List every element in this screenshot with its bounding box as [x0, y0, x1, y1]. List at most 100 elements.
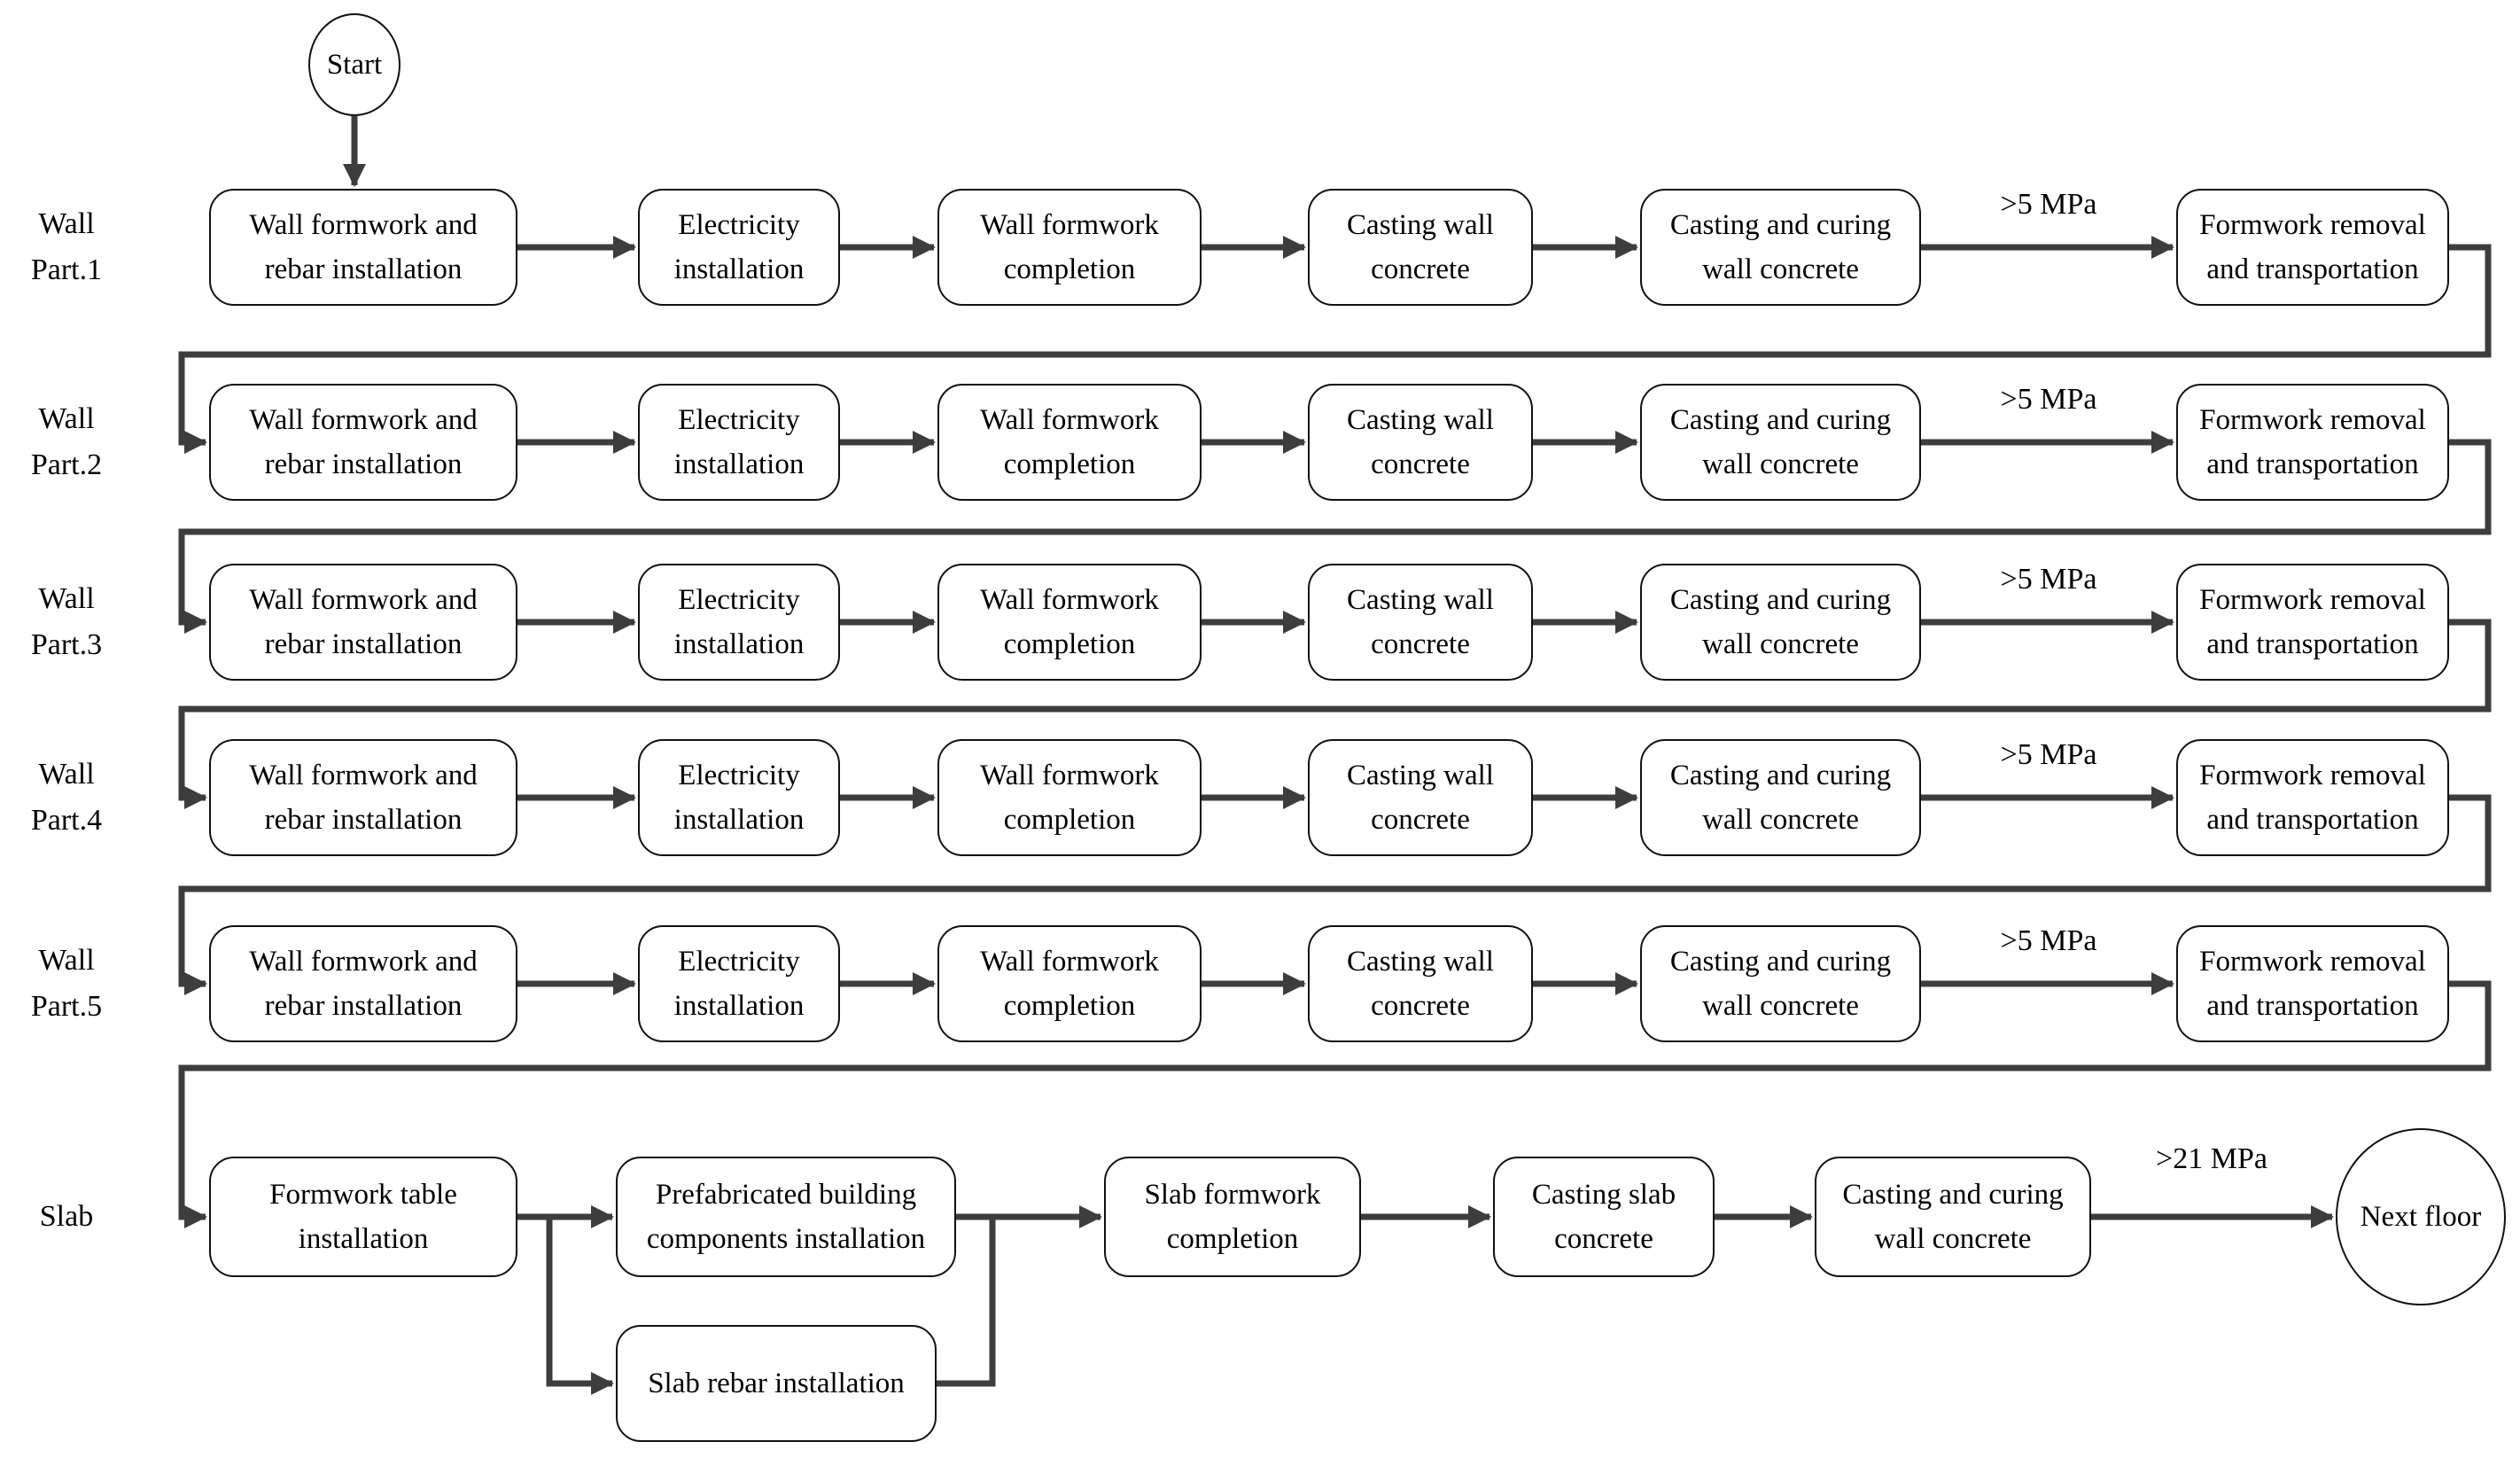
box-wall-part-3-step-6-text: Formwork removal and transportation [2199, 584, 2426, 660]
box-wall-part-4-step-5: Casting and curing wall concrete [1640, 739, 1921, 856]
box-wall-part-1-step-5: Casting and curing wall concrete [1640, 189, 1921, 306]
box-wall-part-1-step-3-text: Wall formwork completion [980, 209, 1159, 285]
row-label-wall-part-2-text: Wall Part.2 [30, 402, 103, 481]
mpa-label-wall-part-1-text: >5 MPa [2000, 188, 2097, 221]
box-wall-part-3-step-2-text: Electricity installation [673, 584, 805, 660]
box-wall-part-3-step-3: Wall formwork completion [937, 564, 1202, 681]
row-label-wall-part-2: Wall Part.2 [0, 396, 133, 488]
row-label-slab-text: Slab [39, 1200, 94, 1233]
box-wall-part-3-step-3-text: Wall formwork completion [980, 584, 1159, 660]
box-wall-part-5-step-4: Casting wall concrete [1308, 925, 1533, 1042]
connector-row-3-to-next [178, 619, 2492, 809]
row-label-wall-part-4: Wall Part.4 [0, 752, 133, 844]
box-wall-part-1-step-2: Electricity installation [638, 189, 840, 306]
row-label-wall-part-3-text: Wall Part.3 [30, 582, 103, 661]
box-wall-part-2-step-4-text: Casting wall concrete [1347, 404, 1494, 480]
start-terminal-text: Start [326, 49, 383, 81]
box-wall-part-2-step-4: Casting wall concrete [1308, 384, 1533, 501]
box-wall-part-4-step-1-text: Wall formwork and rebar installation [249, 760, 478, 836]
row-label-wall-part-3: Wall Part.3 [0, 576, 133, 668]
box-wall-part-3-step-1: Wall formwork and rebar installation [209, 564, 517, 681]
mpa-label-wall-part-2: >5 MPa [2001, 378, 2097, 422]
box-slab-step-5: Casting and curing wall concrete [1815, 1157, 2091, 1277]
box-slab-step-3: Slab formwork completion [1104, 1157, 1361, 1277]
box-wall-part-4-step-3-text: Wall formwork completion [980, 760, 1159, 836]
box-slab-rebar-installation: Slab rebar installation [616, 1325, 937, 1442]
box-wall-part-4-step-6-text: Formwork removal and transportation [2199, 760, 2426, 836]
box-wall-part-4-step-3: Wall formwork completion [937, 739, 1202, 856]
mpa-label-slab: >21 MPa [2156, 1137, 2267, 1181]
mpa-label-wall-part-2-text: >5 MPa [2000, 383, 2097, 416]
box-wall-part-3-step-2: Electricity installation [638, 564, 840, 681]
connector-row-4-to-next [178, 794, 2492, 995]
connector-row-1-to-next [178, 244, 2492, 454]
box-wall-part-5-step-2: Electricity installation [638, 925, 840, 1042]
box-wall-part-1-step-3: Wall formwork completion [937, 189, 1202, 306]
box-wall-part-4-step-1: Wall formwork and rebar installation [209, 739, 517, 856]
box-wall-part-3-step-1-text: Wall formwork and rebar installation [249, 584, 478, 660]
box-slab-step-3-text: Slab formwork completion [1144, 1179, 1321, 1255]
box-slab-step-1-text: Formwork table installation [269, 1179, 457, 1255]
box-wall-part-5-step-6-text: Formwork removal and transportation [2199, 946, 2426, 1022]
start-terminal: Start [308, 13, 401, 116]
box-wall-part-5-step-3: Wall formwork completion [937, 925, 1202, 1042]
mpa-label-wall-part-3: >5 MPa [2001, 557, 2097, 602]
box-wall-part-5-step-5: Casting and curing wall concrete [1640, 925, 1921, 1042]
next-floor-terminal-text: Next floor [2360, 1201, 2482, 1233]
row-label-wall-part-1-text: Wall Part.1 [30, 207, 103, 286]
box-wall-part-1-step-4: Casting wall concrete [1308, 189, 1533, 306]
box-slab-step-4: Casting slab concrete [1493, 1157, 1715, 1277]
box-wall-part-5-step-5-text: Casting and curing wall concrete [1669, 946, 1892, 1022]
connector-row-5-to-next [178, 980, 2492, 1228]
box-slab-step-4-text: Casting slab concrete [1531, 1179, 1676, 1255]
box-wall-part-4-step-2: Electricity installation [638, 739, 840, 856]
box-slab-step-2: Prefabricated building components instal… [616, 1157, 956, 1277]
box-wall-part-2-step-2: Electricity installation [638, 384, 840, 501]
box-wall-part-3-step-6: Formwork removal and transportation [2176, 564, 2449, 681]
mpa-label-wall-part-5-text: >5 MPa [2000, 924, 2097, 957]
box-wall-part-5-step-6: Formwork removal and transportation [2176, 925, 2449, 1042]
box-wall-part-2-step-5-text: Casting and curing wall concrete [1669, 404, 1892, 480]
box-wall-part-3-step-5: Casting and curing wall concrete [1640, 564, 1921, 681]
mpa-label-wall-part-3-text: >5 MPa [2000, 563, 2097, 596]
box-wall-part-3-step-4-text: Casting wall concrete [1347, 584, 1494, 660]
row-label-wall-part-1: Wall Part.1 [0, 201, 133, 293]
box-wall-part-2-step-6-text: Formwork removal and transportation [2199, 404, 2426, 480]
box-wall-part-2-step-3: Wall formwork completion [937, 384, 1202, 501]
box-wall-part-1-step-6-text: Formwork removal and transportation [2199, 209, 2426, 285]
mpa-label-wall-part-1: >5 MPa [2001, 183, 2097, 227]
mpa-label-wall-part-5: >5 MPa [2001, 919, 2097, 963]
mpa-label-slab-text: >21 MPa [2156, 1142, 2267, 1175]
mpa-label-wall-part-4: >5 MPa [2001, 733, 2097, 777]
box-wall-part-4-step-4-text: Casting wall concrete [1347, 760, 1494, 836]
box-slab-step-5-text: Casting and curing wall concrete [1842, 1179, 2064, 1255]
box-wall-part-2-step-1-text: Wall formwork and rebar installation [249, 404, 478, 480]
connector-slab-rebar-merge [937, 1217, 996, 1387]
box-wall-part-2-step-2-text: Electricity installation [673, 404, 805, 480]
box-wall-part-5-step-4-text: Casting wall concrete [1347, 946, 1494, 1022]
row-label-wall-part-4-text: Wall Part.4 [30, 758, 103, 837]
box-wall-part-1-step-6: Formwork removal and transportation [2176, 189, 2449, 306]
row-label-wall-part-5: Wall Part.5 [0, 938, 133, 1030]
box-wall-part-3-step-5-text: Casting and curing wall concrete [1669, 584, 1892, 660]
box-slab-rebar-installation-text: Slab rebar installation [648, 1368, 905, 1399]
box-wall-part-1-step-1-text: Wall formwork and rebar installation [249, 209, 478, 285]
box-wall-part-4-step-5-text: Casting and curing wall concrete [1669, 760, 1892, 836]
box-wall-part-2-step-1: Wall formwork and rebar installation [209, 384, 517, 501]
box-wall-part-5-step-2-text: Electricity installation [673, 946, 805, 1022]
box-slab-step-2-text: Prefabricated building components instal… [646, 1179, 926, 1255]
arrow-branch-to-slab-rebar [546, 1217, 614, 1395]
box-wall-part-2-step-3-text: Wall formwork completion [980, 404, 1159, 480]
box-wall-part-1-step-5-text: Casting and curing wall concrete [1669, 209, 1892, 285]
box-wall-part-5-step-1-text: Wall formwork and rebar installation [249, 946, 478, 1022]
row-label-slab: Slab [0, 1194, 133, 1240]
box-wall-part-4-step-4: Casting wall concrete [1308, 739, 1533, 856]
box-wall-part-1-step-1: Wall formwork and rebar installation [209, 189, 517, 306]
box-wall-part-1-step-4-text: Casting wall concrete [1347, 209, 1494, 285]
box-slab-step-1: Formwork table installation [209, 1157, 517, 1277]
row-label-wall-part-5-text: Wall Part.5 [30, 944, 103, 1023]
box-wall-part-2-step-6: Formwork removal and transportation [2176, 384, 2449, 501]
box-wall-part-5-step-3-text: Wall formwork completion [980, 946, 1159, 1022]
